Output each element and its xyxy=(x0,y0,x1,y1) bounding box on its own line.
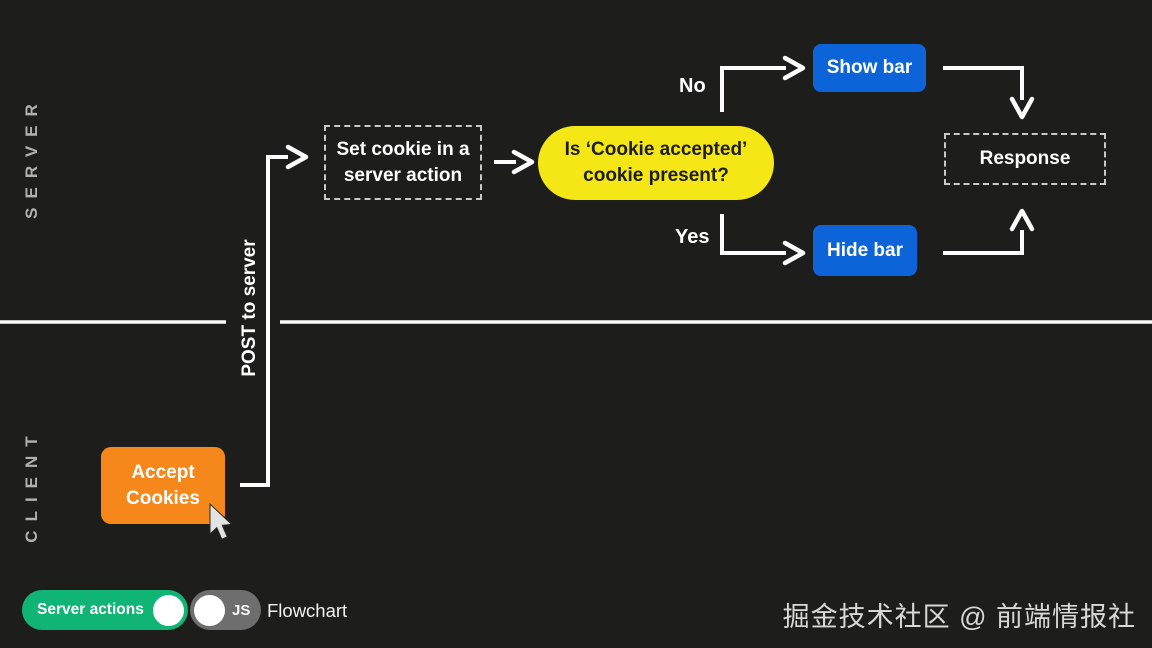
set-cookie-node: Set cookie in a server action xyxy=(324,125,482,200)
arrowhead-down-icon xyxy=(1009,96,1035,120)
post-to-server-label: POST to server xyxy=(239,239,260,377)
flowchart-label: Flowchart xyxy=(267,600,348,621)
server-lane-label: SERVER xyxy=(22,95,41,219)
cookie-check-node: Is ‘Cookie accepted’ cookie present? xyxy=(538,126,774,200)
show-bar-node: Show bar xyxy=(813,44,926,92)
js-toggle[interactable]: JS xyxy=(190,590,262,630)
arrowhead-right-icon xyxy=(285,144,309,170)
show-bar-to-response-connector xyxy=(943,66,1024,100)
js-toggle-label: JS xyxy=(232,601,251,619)
toggle-knob xyxy=(194,594,225,626)
arrowhead-up-icon xyxy=(1009,208,1035,232)
toggle-knob xyxy=(152,594,184,626)
hide-bar-to-response-connector xyxy=(943,230,1024,255)
arrowhead-right-icon xyxy=(782,240,806,266)
server-actions-toggle-label: Server actions xyxy=(37,601,144,618)
arrowhead-right-icon xyxy=(782,55,806,81)
no-branch-label: No xyxy=(679,75,706,97)
server-actions-toggle[interactable]: Server actions xyxy=(22,590,188,630)
client-lane-label: CLIENT xyxy=(22,427,41,543)
post-to-server-connector xyxy=(240,155,288,487)
hide-bar-node: Hide bar xyxy=(813,225,917,276)
yes-branch-connector xyxy=(720,214,786,255)
arrowhead-right-icon xyxy=(511,149,535,175)
no-branch-connector xyxy=(720,66,786,112)
yes-branch-label: Yes xyxy=(675,226,710,248)
accept-cookies-button[interactable]: Accept Cookies xyxy=(101,447,225,524)
response-node: Response xyxy=(944,133,1106,185)
watermark-text: 掘金技术社区 @ 前端情报社 xyxy=(782,602,1136,632)
